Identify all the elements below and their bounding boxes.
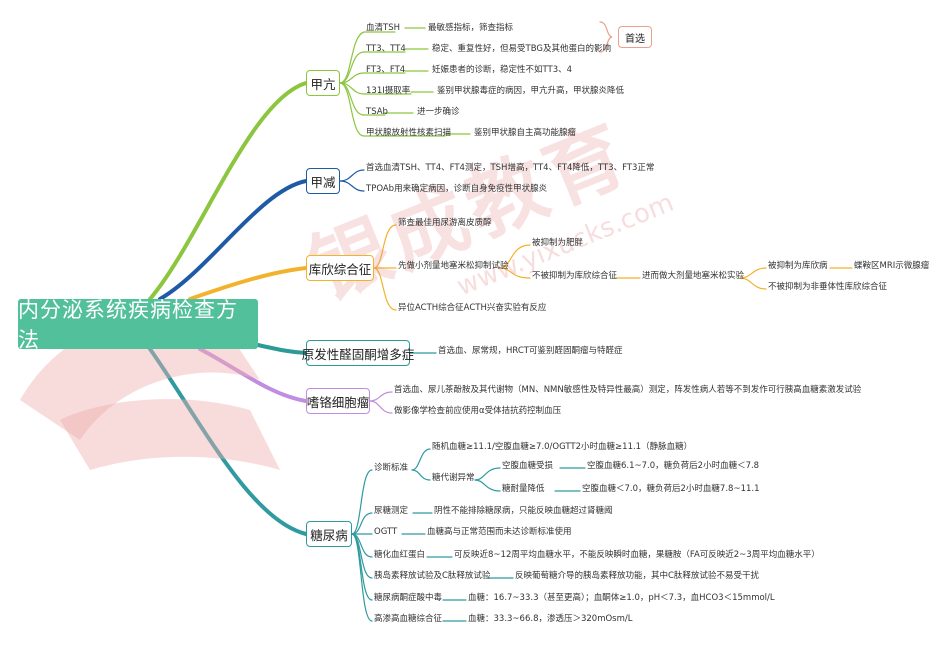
tangniao-r7: 高渗高血糖综合征 — [374, 614, 443, 624]
jiakang-r4-label: 131I摄取率 — [366, 86, 411, 96]
shige-r1: 首选血、尿儿茶酚胺及其代谢物（MN、NMN敏感性及特异性最高）测定，阵发性病人若… — [394, 385, 862, 395]
kuxin-r3: 异位ACTH综合征ACTH兴奋实验有反应 — [398, 303, 547, 313]
tangniao-r2: 尿糖测定 — [374, 506, 409, 516]
jiakang-r2-label: TT3、TT4 — [366, 44, 406, 54]
tangniao-r2d: 阴性不能排除糖尿病，只能反映血糖超过肾糖阈 — [434, 506, 613, 516]
tangniao-r4: 糖化血红蛋白 — [374, 550, 426, 560]
branch-shige[interactable]: 嗜铬细胞瘤 — [306, 388, 370, 414]
tangniao-r5d: 反映葡萄糖介导的胰岛素释放功能，其中C肽释放试验不易受干扰 — [515, 571, 759, 581]
kuxin-r2b1: 进而做大剂量地塞米松实验 — [642, 271, 745, 281]
branch-yuanfa[interactable]: 原发性醛固酮增多症 — [302, 340, 414, 366]
tangniao-diag2a1: 空腹血糖6.1~7.0，糖负荷后2小时血糖＜7.8 — [587, 461, 760, 471]
tangniao-diag2b: 糖耐量降低 — [502, 484, 545, 494]
jiajian-r2: TPOAb用来确定病因，诊断自身免疫性甲状腺炎 — [366, 184, 548, 194]
shige-r2: 做影像学检查前应使用α受体拮抗药控制血压 — [394, 406, 562, 416]
kuxin-r2: 先做小剂量地塞米松抑制试验 — [398, 261, 509, 271]
kuxin-r1: 筛查最佳用尿游离皮质醇 — [398, 218, 492, 228]
root-node[interactable]: 内分泌系统疾病检查方法 — [18, 298, 258, 352]
jiakang-note-shouxuan[interactable]: 首选 — [618, 26, 652, 48]
tangniao-r7d: 血糖：33.3~66.8，渗透压＞320mOsm/L — [468, 614, 633, 624]
jiakang-r6-label: 甲状腺放射性核素扫描 — [366, 128, 452, 138]
kuxin-r2b1b: 不被抑制为非垂体性库欣综合征 — [768, 282, 888, 292]
kuxin-r2b1a: 被抑制为库欣病 — [768, 261, 828, 271]
jiakang-r1-label: 血清TSH — [366, 23, 400, 33]
kuxin-r2a: 被抑制为肥胖 — [532, 238, 584, 248]
jiajian-r1: 首选血清TSH、TT4、FT4测定，TSH增高，TT4、FT4降低，TT3、FT… — [366, 163, 655, 173]
tangniao-r6: 糖尿病酮症酸中毒 — [374, 593, 443, 603]
tangniao-diag: 诊断标准 — [374, 463, 409, 473]
tangniao-r3: OGTT — [374, 527, 398, 537]
tangniao-r5: 胰岛素释放试验及C肽释放试验 — [374, 571, 491, 581]
yuanfa-r1: 首选血、尿常规，HRCT可鉴别醛固酮瘤与特醛症 — [438, 346, 623, 356]
branch-jiajian[interactable]: 甲减 — [306, 168, 340, 194]
jiakang-r3-detail: 妊娠患者的诊断，稳定性不如TT3、4 — [432, 65, 573, 75]
jiakang-r1-detail: 最敏感指标，筛查指标 — [428, 23, 514, 33]
tangniao-diag1: 随机血糖≥11.1/空腹血糖≥7.0/OGTT2小时血糖≥11.1（静脉血糖） — [432, 442, 693, 452]
tangniao-r4d: 可反映近8~12周平均血糖水平，不能反映瞬时血糖，果糖胺（FA可反映近2~3周平… — [454, 550, 820, 560]
kuxin-r2b1a1: 蝶鞍区MRI示微腺瘤 — [854, 261, 930, 271]
tangniao-diag2: 糖代谢异常 — [432, 473, 475, 483]
jiakang-r5-label: TSAb — [366, 107, 388, 117]
tangniao-r6d: 血糖：16.7~33.3（甚至更高）；血酮体≥1.0，pH＜7.3，血HCO3＜… — [468, 593, 775, 603]
branch-jiakang[interactable]: 甲亢 — [306, 70, 340, 96]
jiakang-r4-detail: 鉴别甲状腺毒症的病因，甲亢升高，甲状腺炎降低 — [437, 86, 625, 96]
tangniao-diag2a: 空腹血糖受损 — [502, 461, 554, 471]
tangniao-r3d: 血糖高与正常范围而未达诊断标准使用 — [427, 527, 572, 537]
jiakang-r6-detail: 鉴别甲状腺自主高功能腺瘤 — [474, 128, 577, 138]
jiakang-r2-detail: 稳定、重复性好，但易受TBG及其他蛋白的影响 — [432, 44, 611, 54]
branch-tangniao[interactable]: 糖尿病 — [306, 521, 352, 547]
jiakang-r3-label: FT3、FT4 — [366, 65, 406, 75]
tangniao-diag2b1: 空腹血糖＜7.0，糖负荷后2小时血糖7.8~11.1 — [582, 484, 760, 494]
jiakang-r5-detail: 进一步确诊 — [417, 107, 460, 117]
branch-kuxin[interactable]: 库欣综合征 — [306, 255, 374, 281]
kuxin-r2b: 不被抑制为库欣综合征 — [532, 271, 618, 281]
